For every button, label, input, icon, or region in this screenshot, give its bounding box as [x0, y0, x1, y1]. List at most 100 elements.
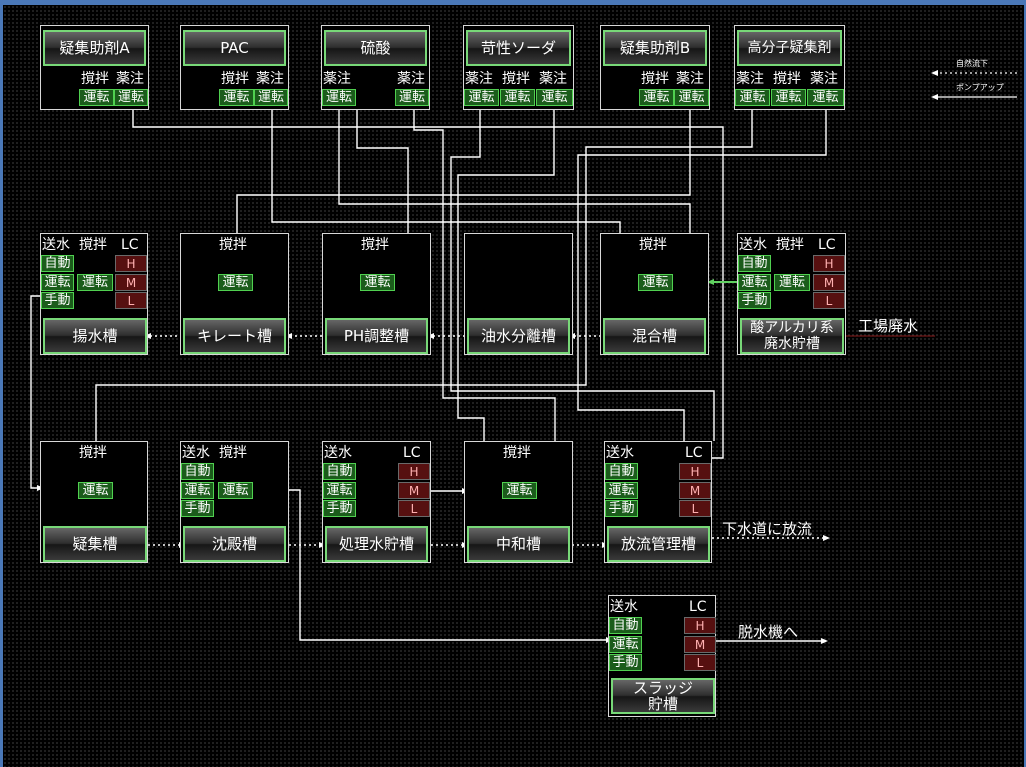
stir-run-status[interactable]: 運転	[218, 274, 253, 291]
dose-label: 薬注	[256, 71, 284, 87]
dose-status[interactable]: 運転	[322, 89, 356, 106]
dose-status[interactable]: 運転	[735, 89, 770, 106]
stir-label: 撹拌	[221, 71, 249, 87]
stir-label: 撹拌	[219, 445, 247, 461]
stir-status[interactable]: 運転	[500, 89, 535, 106]
legend-gravity-label: 自然流下	[956, 59, 988, 68]
stir-label: 撹拌	[361, 237, 389, 253]
stir-label: 撹拌	[776, 237, 804, 253]
chem-button-floc-a[interactable]: 疑集助剤A	[43, 30, 146, 66]
level-high-indicator: H	[684, 617, 716, 634]
manual-status[interactable]: 手動	[41, 292, 74, 309]
stir-label: 撹拌	[79, 237, 107, 253]
tank-button-sludge[interactable]: スラッジ 貯槽	[611, 678, 715, 714]
chem-button-polymer[interactable]: 高分子疑集剤	[737, 30, 842, 66]
tank-button-neutral[interactable]: 中和槽	[467, 526, 570, 562]
tank-panel-oil: 油水分離槽	[464, 233, 573, 355]
send-label: 送水	[606, 445, 634, 461]
auto-status[interactable]: 自動	[181, 463, 214, 480]
stir-run-status[interactable]: 運転	[502, 482, 537, 499]
send-run-status[interactable]: 運転	[181, 482, 214, 499]
tank-panel-chelate: 撹拌 運転 キレート槽	[180, 233, 289, 355]
tank-panel-ph: 撹拌 運転 PH調整槽	[322, 233, 431, 355]
level-low-indicator: L	[679, 500, 711, 517]
send-run-status[interactable]: 運転	[738, 274, 771, 291]
tank-button-pump[interactable]: 揚水槽	[43, 318, 147, 354]
tank-button-oil[interactable]: 油水分離槽	[467, 318, 570, 354]
auto-status[interactable]: 自動	[41, 255, 74, 272]
send-run-status[interactable]: 運転	[605, 482, 638, 499]
tank-button-settle[interactable]: 沈殿槽	[183, 526, 286, 562]
send-label: 送水	[610, 599, 638, 615]
manual-status[interactable]: 手動	[181, 500, 214, 517]
tank-button-mix[interactable]: 混合槽	[603, 318, 706, 354]
send-run-status[interactable]: 運転	[41, 274, 74, 291]
dose-status[interactable]: 運転	[807, 89, 844, 106]
dose-label: 薬注	[810, 71, 838, 87]
level-high-indicator: H	[679, 463, 711, 480]
tank-button-coag[interactable]: 疑集槽	[43, 526, 147, 562]
stir-run-status[interactable]: 運転	[360, 274, 395, 291]
auto-status[interactable]: 自動	[323, 463, 356, 480]
stir-label: 撹拌	[639, 237, 667, 253]
auto-status[interactable]: 自動	[609, 617, 642, 634]
dose-label: 薬注	[116, 71, 144, 87]
dose-status[interactable]: 運転	[536, 89, 573, 106]
dose-label: 薬注	[539, 71, 567, 87]
tank-panel-pump: 送水 撹拌 LC 自動 運転 運転 手動 H M L 揚水槽	[40, 233, 148, 355]
stir-status[interactable]: 運転	[639, 89, 674, 106]
chem-button-acid[interactable]: 硫酸	[324, 30, 427, 66]
tank-button-discharge[interactable]: 放流管理槽	[607, 526, 710, 562]
auto-status[interactable]: 自動	[605, 463, 638, 480]
level-mid-indicator: M	[115, 274, 147, 291]
dose-label: 薬注	[676, 71, 704, 87]
manual-status[interactable]: 手動	[605, 500, 638, 517]
level-low-indicator: L	[813, 292, 845, 309]
send-run-status[interactable]: 運転	[323, 482, 356, 499]
dose-status[interactable]: 運転	[395, 89, 429, 106]
stir-run-status[interactable]: 運転	[218, 482, 253, 499]
chem-button-floc-b[interactable]: 疑集助剤B	[603, 30, 707, 66]
dose-status[interactable]: 運転	[674, 89, 709, 106]
chem-button-soda[interactable]: 苛性ソーダ	[466, 30, 571, 66]
tank-panel-settle: 送水 撹拌 自動 運転 運転 手動 沈殿槽	[180, 441, 289, 563]
dose-status[interactable]: 運転	[114, 89, 148, 106]
tank-button-treated[interactable]: 処理水貯槽	[325, 526, 428, 562]
level-low-indicator: L	[398, 500, 430, 517]
tank-button-chelate[interactable]: キレート槽	[183, 318, 286, 354]
dewater-label: 脱水機へ	[738, 623, 799, 641]
tank-button-acid-waste[interactable]: 酸アルカリ系 廃水貯槽	[740, 318, 844, 354]
stir-label: 撹拌	[641, 71, 669, 87]
auto-status[interactable]: 自動	[738, 255, 771, 272]
level-low-indicator: L	[684, 654, 716, 671]
stir-run-status[interactable]: 運転	[78, 482, 113, 499]
manual-status[interactable]: 手動	[738, 292, 771, 309]
tank-panel-mix: 撹拌 運転 混合槽	[600, 233, 709, 355]
tank-panel-coag: 撹拌 運転 疑集槽	[40, 441, 148, 563]
stir-label: 撹拌	[79, 445, 107, 461]
stir-run-status[interactable]: 運転	[638, 274, 673, 291]
chem-button-pac[interactable]: PAC	[183, 30, 286, 66]
stir-run-status[interactable]: 運転	[774, 274, 810, 291]
level-mid-indicator: M	[684, 636, 716, 653]
manual-status[interactable]: 手動	[609, 654, 642, 671]
sewer-discharge-label: 下水道に放流	[722, 520, 813, 538]
tank-panel-acid-waste: 送水 撹拌 LC 自動 運転 運転 手動 H M L 酸アルカリ系 廃水貯槽	[737, 233, 846, 355]
tank-panel-sludge: 送水 LC 自動 運転 手動 H M L スラッジ 貯槽	[608, 595, 716, 717]
stir-status[interactable]: 運転	[771, 89, 806, 106]
stir-label: 撹拌	[503, 445, 531, 461]
manual-status[interactable]: 手動	[323, 500, 356, 517]
stir-run-status[interactable]: 運転	[77, 274, 113, 291]
chem-panel-pac: PAC 撹拌 薬注 運転 運転	[180, 25, 289, 110]
level-mid-indicator: M	[813, 274, 845, 291]
tank-button-ph[interactable]: PH調整槽	[325, 318, 428, 354]
send-run-status[interactable]: 運転	[609, 636, 642, 653]
tank-panel-treated: 送水 LC 自動 運転 手動 H M L 処理水貯槽	[322, 441, 431, 563]
dose-status[interactable]: 運転	[254, 89, 288, 106]
send-label: 送水	[42, 237, 70, 253]
dose-status[interactable]: 運転	[464, 89, 499, 106]
level-low-indicator: L	[115, 292, 147, 309]
chem-panel-soda: 苛性ソーダ 薬注 撹拌 薬注 運転 運転 運転	[463, 25, 574, 110]
stir-status[interactable]: 運転	[219, 89, 254, 106]
stir-status[interactable]: 運転	[79, 89, 114, 106]
